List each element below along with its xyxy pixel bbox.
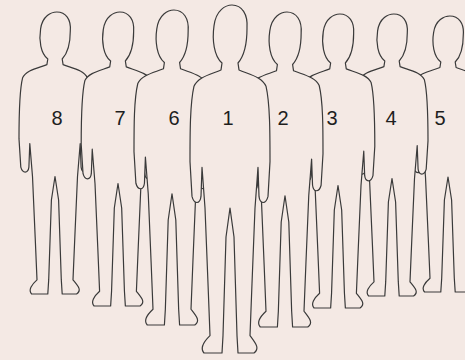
callout-number: 8 [51,107,62,129]
person-silhouette [19,12,91,294]
callout-number: 2 [277,107,288,129]
person-silhouette [190,5,270,353]
callout-number: 1 [222,107,233,129]
callout-number: 4 [385,107,396,129]
callout-number: 6 [168,107,179,129]
callout-number: 3 [326,107,337,129]
callout-number: 7 [114,107,125,129]
callout-number: 5 [434,107,445,129]
